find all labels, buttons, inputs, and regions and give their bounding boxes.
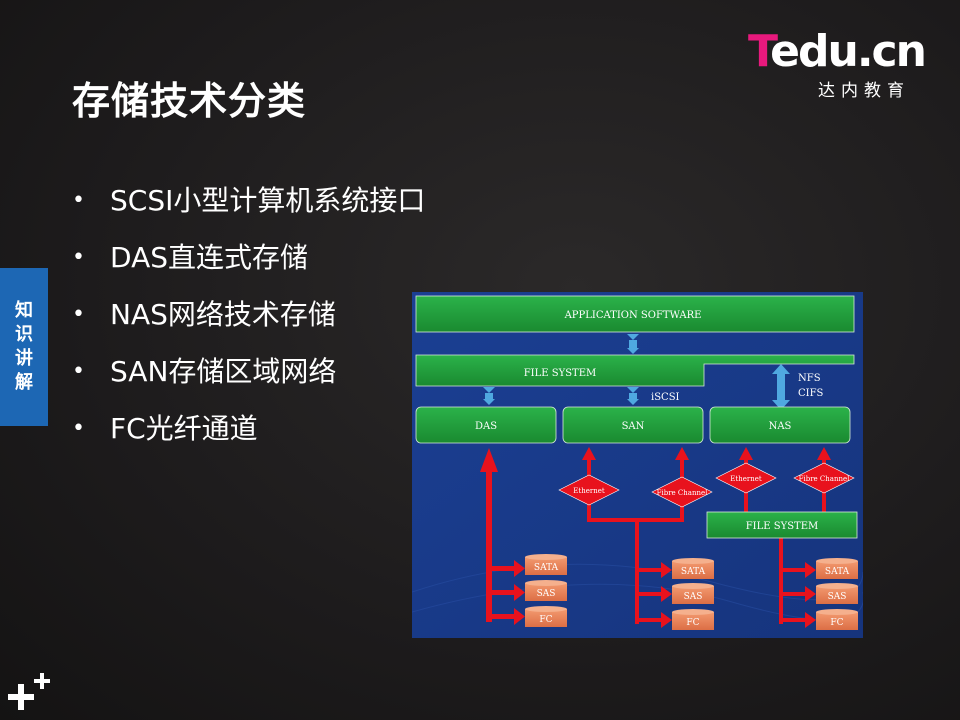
nas-connections bbox=[739, 447, 831, 628]
side-tab-char: 知 bbox=[15, 300, 33, 321]
ethernet-san-diamond: Ethernet bbox=[558, 474, 620, 506]
svg-text:FC: FC bbox=[539, 615, 552, 625]
bullet-dot-icon: • bbox=[72, 416, 85, 441]
bullet-item: •NAS网络技术存储 bbox=[72, 290, 425, 347]
tedu-logo: Tedu.cn 达内教育 bbox=[748, 26, 938, 101]
fibre-san-diamond: Fibre Channel bbox=[651, 476, 713, 508]
iscsi-label: iSCSI bbox=[651, 392, 680, 403]
file-system-nas-box: FILE SYSTEM bbox=[706, 511, 858, 539]
disk-sas-icon: SAS bbox=[525, 580, 567, 601]
cifs-label: CIFS bbox=[798, 388, 824, 399]
slide-title: 存储技术分类 bbox=[72, 79, 307, 123]
link-app-nas-icon bbox=[772, 364, 790, 410]
side-tab-char: 识 bbox=[15, 324, 33, 345]
application-software-label: APPLICATION SOFTWARE bbox=[564, 310, 702, 321]
bullet-item: •DAS直连式存储 bbox=[72, 233, 425, 290]
disk-sas-icon: SAS bbox=[672, 583, 714, 604]
ethernet-san-label: Ethernet bbox=[573, 487, 605, 495]
svg-text:SATA: SATA bbox=[825, 567, 850, 577]
disk-sata-icon: SATA bbox=[816, 558, 858, 579]
nas-label: NAS bbox=[769, 421, 792, 432]
das-box: DAS bbox=[415, 406, 557, 444]
file-system-top-box: FILE SYSTEM bbox=[415, 354, 855, 387]
disk-sata-icon: SATA bbox=[672, 558, 714, 579]
das-disk-stack: SATA SAS FC bbox=[525, 554, 567, 627]
file-system-nas-label: FILE SYSTEM bbox=[746, 521, 819, 532]
fibre-nas-diamond: Fibre Channel bbox=[793, 462, 855, 494]
storage-architecture-diagram: APPLICATION SOFTWARE FILE SYSTEM iSCSI N… bbox=[412, 292, 863, 638]
link-filesystem-das-icon bbox=[483, 387, 495, 405]
disk-sata-icon: SATA bbox=[525, 554, 567, 575]
link-app-filesystem-icon bbox=[627, 334, 639, 354]
logo-wordmark: Tedu.cn bbox=[748, 26, 927, 77]
plus-decoration-icon bbox=[8, 673, 50, 710]
san-disk-stack: SATA SAS FC bbox=[672, 558, 714, 630]
logo-subtitle: 达内教育 bbox=[818, 81, 910, 101]
nas-box: NAS bbox=[709, 406, 851, 444]
disk-fc-icon: FC bbox=[525, 606, 567, 627]
svg-text:SAS: SAS bbox=[537, 589, 556, 599]
das-label: DAS bbox=[475, 421, 497, 432]
svg-text:SATA: SATA bbox=[681, 567, 706, 577]
file-system-top-label: FILE SYSTEM bbox=[524, 368, 597, 379]
side-tab-char: 讲 bbox=[15, 348, 33, 369]
san-box: SAN bbox=[562, 406, 704, 444]
svg-text:FC: FC bbox=[830, 618, 843, 628]
application-software-box: APPLICATION SOFTWARE bbox=[415, 295, 855, 333]
svg-text:SAS: SAS bbox=[684, 592, 703, 602]
bullet-dot-icon: • bbox=[72, 359, 85, 384]
san-label: SAN bbox=[622, 421, 645, 432]
link-filesystem-san-icon bbox=[627, 387, 639, 405]
bullet-item: •FC光纤通道 bbox=[72, 404, 425, 461]
fibre-nas-label: Fibre Channel bbox=[799, 475, 850, 483]
disk-sas-icon: SAS bbox=[816, 583, 858, 604]
san-connections bbox=[582, 447, 689, 628]
nfs-label: NFS bbox=[798, 373, 821, 384]
bullet-item: •SCSI小型计算机系统接口 bbox=[72, 176, 425, 233]
bullet-item: •SAN存储区域网络 bbox=[72, 347, 425, 404]
nas-disk-stack: SATA SAS FC bbox=[816, 558, 858, 630]
bullet-dot-icon: • bbox=[72, 188, 85, 213]
fibre-san-label: Fibre Channel bbox=[657, 489, 708, 497]
disk-fc-icon: FC bbox=[816, 609, 858, 630]
das-connections bbox=[480, 448, 525, 625]
svg-text:SAS: SAS bbox=[828, 592, 847, 602]
bullet-list: •SCSI小型计算机系统接口 •DAS直连式存储 •NAS网络技术存储 •SAN… bbox=[72, 176, 425, 461]
side-tab-char: 解 bbox=[15, 372, 33, 393]
svg-text:SATA: SATA bbox=[534, 563, 559, 573]
ethernet-nas-label: Ethernet bbox=[730, 475, 762, 483]
side-tab: 知 识 讲 解 bbox=[0, 268, 48, 426]
svg-text:FC: FC bbox=[686, 618, 699, 628]
bullet-dot-icon: • bbox=[72, 245, 85, 270]
ethernet-nas-diamond: Ethernet bbox=[715, 462, 777, 494]
disk-fc-icon: FC bbox=[672, 609, 714, 630]
bullet-dot-icon: • bbox=[72, 302, 85, 327]
